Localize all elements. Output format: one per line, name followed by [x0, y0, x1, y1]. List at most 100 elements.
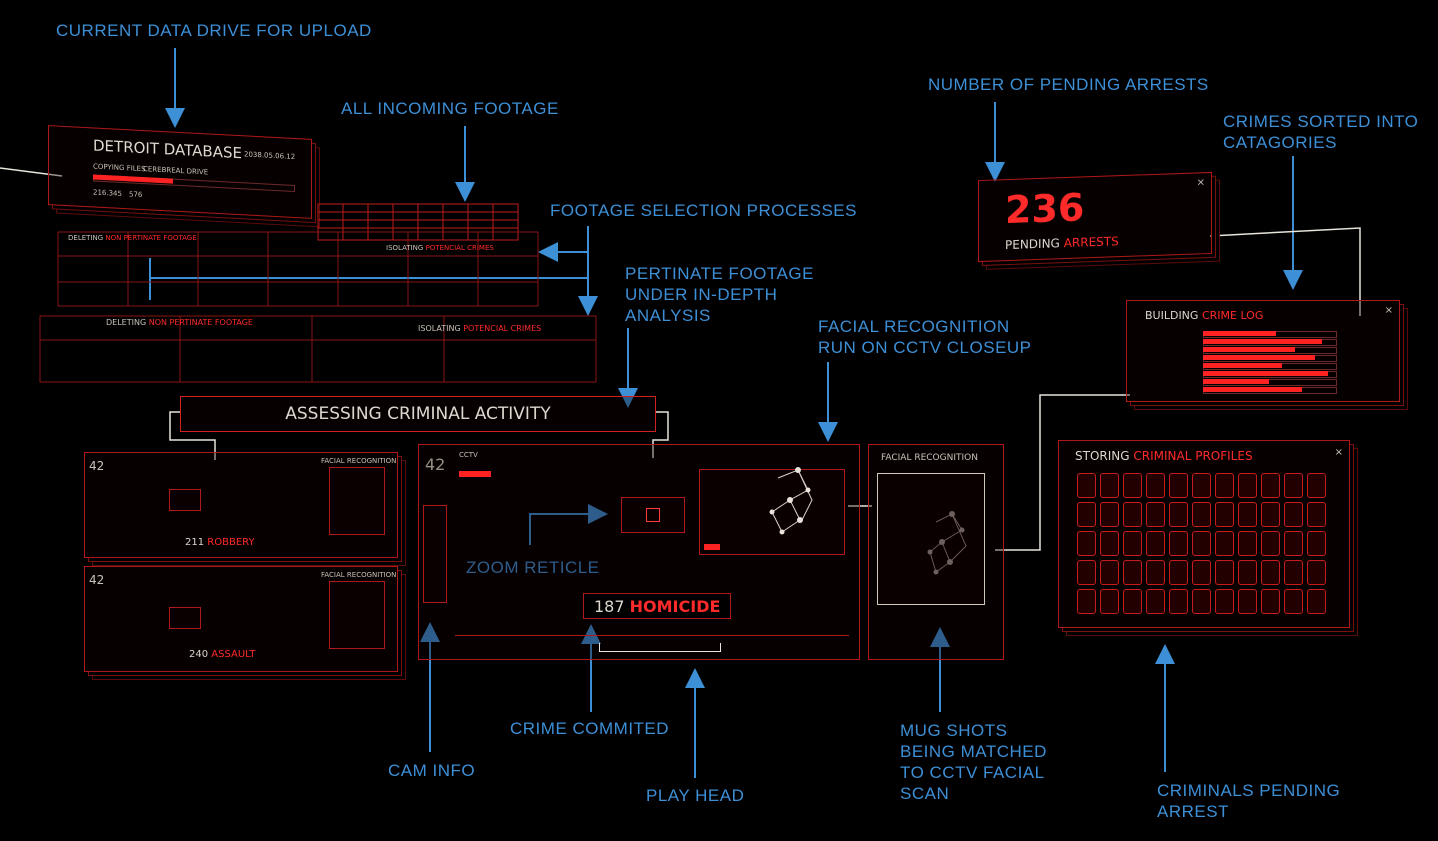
close-icon-2[interactable]: ×: [1384, 305, 1393, 316]
criminal-profile-slot[interactable]: [1215, 473, 1234, 498]
zoom-reticle[interactable]: [621, 497, 685, 533]
criminal-profile-slot[interactable]: [1077, 560, 1096, 585]
criminal-profile-slot[interactable]: [1307, 473, 1326, 498]
label-selection-processes: FOOTAGE SELECTION PROCESSES: [550, 201, 857, 220]
cam-number-1: 42: [89, 459, 105, 473]
cctv-closeup: [699, 469, 845, 555]
criminal-profile-slot[interactable]: [1261, 502, 1280, 527]
homicide-label: 187 HOMICIDE: [594, 597, 720, 616]
criminal-profile-slot[interactable]: [1238, 589, 1257, 614]
criminal-profile-slot[interactable]: [1146, 473, 1165, 498]
criminal-profile-slot[interactable]: [1169, 531, 1188, 556]
criminal-profile-slot[interactable]: [1215, 502, 1234, 527]
robbery-num: 211: [185, 537, 205, 548]
criminal-profile-slot[interactable]: [1077, 531, 1096, 556]
facial-recognition-title: FACIAL RECOGNITION: [881, 453, 978, 463]
crime-log-bar: [1203, 371, 1329, 376]
criminal-profile-slot[interactable]: [1284, 589, 1303, 614]
criminal-profile-slot[interactable]: [1077, 502, 1096, 527]
criminal-profile-slot[interactable]: [1215, 589, 1234, 614]
profiles-title: STORING CRIMINAL PROFILES: [1075, 449, 1253, 463]
criminal-profile-slot[interactable]: [1100, 589, 1119, 614]
deleting-row-2: DELETING NON PERTINATE FOOTAGE: [106, 318, 253, 327]
label-facial-cctv: FACIAL RECOGNITION RUN ON CCTV CLOSEUP: [818, 317, 1032, 357]
mug-frame-2: [329, 581, 385, 649]
criminal-profile-slot[interactable]: [1238, 560, 1257, 585]
close-icon[interactable]: ×: [1196, 177, 1205, 189]
criminal-profile-slot[interactable]: [1169, 589, 1188, 614]
criminal-profile-slot[interactable]: [1261, 531, 1280, 556]
criminal-profile-slot[interactable]: [1284, 531, 1303, 556]
arrests-label-a: PENDING: [1005, 236, 1060, 253]
criminal-profile-slot[interactable]: [1284, 502, 1303, 527]
close-icon-3[interactable]: ×: [1334, 447, 1343, 458]
crime-log-bar: [1203, 331, 1276, 336]
criminal-profile-slot[interactable]: [1215, 531, 1234, 556]
criminal-profile-slot[interactable]: [1307, 502, 1326, 527]
criminal-profile-slot[interactable]: [1100, 531, 1119, 556]
criminal-profile-slot[interactable]: [1284, 560, 1303, 585]
cam-panel-assault: 42 FACIAL RECOGNITION 240 ASSAULT: [84, 566, 398, 672]
label-mug-shots: MUG SHOTS BEING MATCHED TO CCTV FACIAL S…: [900, 721, 1047, 803]
criminal-profile-slot[interactable]: [1100, 502, 1119, 527]
criminal-profile-slot[interactable]: [1192, 473, 1211, 498]
rec-indicator: [459, 471, 491, 477]
criminal-profile-slot[interactable]: [1261, 560, 1280, 585]
criminal-profile-slot[interactable]: [1169, 473, 1188, 498]
criminal-profile-slot[interactable]: [1146, 560, 1165, 585]
criminal-profile-slot[interactable]: [1146, 502, 1165, 527]
criminal-profile-slot[interactable]: [1123, 589, 1142, 614]
criminal-profile-slot[interactable]: [1307, 531, 1326, 556]
criminal-profile-slot[interactable]: [1100, 560, 1119, 585]
crime-log-bar: [1203, 379, 1269, 384]
robbery-text: ROBBERY: [207, 537, 255, 548]
criminal-profile-slot[interactable]: [1192, 560, 1211, 585]
criminal-profile-slot[interactable]: [1100, 473, 1119, 498]
arrests-label: PENDING ARRESTS: [1005, 234, 1119, 252]
assault-num: 240: [189, 649, 209, 660]
criminal-profile-slot[interactable]: [1192, 502, 1211, 527]
criminal-profile-slot[interactable]: [1215, 560, 1234, 585]
homicide-text: HOMICIDE: [629, 597, 721, 616]
criminal-profile-slot[interactable]: [1146, 531, 1165, 556]
criminal-profile-slot[interactable]: [1123, 531, 1142, 556]
facial-recognition-2: FACIAL RECOGNITION: [321, 571, 397, 579]
criminal-profile-slot[interactable]: [1123, 473, 1142, 498]
label-pertinate-footage: PERTINATE FOOTAGE UNDER IN-DEPTH ANALYSI…: [625, 264, 814, 325]
assault-text: ASSAULT: [211, 649, 256, 660]
criminal-profile-slot[interactable]: [1238, 531, 1257, 556]
crime-log-bar: [1203, 339, 1322, 344]
criminal-profile-slot[interactable]: [1307, 589, 1326, 614]
criminal-profile-slot[interactable]: [1192, 531, 1211, 556]
criminal-profile-slot[interactable]: [1077, 473, 1096, 498]
criminal-profile-slot[interactable]: [1146, 589, 1165, 614]
cam-panel-robbery: 42 FACIAL RECOGNITION 211 ROBBERY: [84, 452, 398, 558]
label-crime-commited: CRIME COMMITED: [510, 719, 670, 738]
profiles-label-b: CRIMINAL PROFILES: [1133, 449, 1253, 463]
criminal-profile-slot[interactable]: [1307, 560, 1326, 585]
criminal-profile-slot[interactable]: [1261, 473, 1280, 498]
isolating-row-1: ISOLATING POTENCIAL CRIMES: [386, 244, 494, 252]
reticle-center: [646, 508, 660, 522]
criminal-profile-slot[interactable]: [1261, 589, 1280, 614]
criminal-profile-slot[interactable]: [1238, 473, 1257, 498]
criminal-profiles-panel: STORING CRIMINAL PROFILES ×: [1058, 440, 1350, 628]
label-play-head: PLAY HEAD: [646, 786, 745, 805]
play-head[interactable]: [599, 643, 721, 652]
arrests-count: 236: [1005, 185, 1085, 233]
criminal-profile-slot[interactable]: [1238, 502, 1257, 527]
label-crimes-sorted: CRIMES SORTED INTO CATAGORIES: [1223, 112, 1419, 152]
robbery-label: 211 ROBBERY: [185, 537, 255, 548]
criminal-profile-slot[interactable]: [1169, 502, 1188, 527]
criminal-profile-slot[interactable]: [1123, 560, 1142, 585]
criminal-profile-slot[interactable]: [1169, 560, 1188, 585]
criminal-profile-slot[interactable]: [1077, 589, 1096, 614]
criminal-profile-slot[interactable]: [1192, 589, 1211, 614]
cam-info-strip: [423, 505, 447, 603]
crime-log-bar: [1203, 355, 1316, 360]
label-cam-info: CAM INFO: [388, 761, 476, 780]
isolating-prefix: ISOLATING: [386, 244, 424, 252]
criminal-profile-slot[interactable]: [1123, 502, 1142, 527]
criminal-profile-slot[interactable]: [1284, 473, 1303, 498]
